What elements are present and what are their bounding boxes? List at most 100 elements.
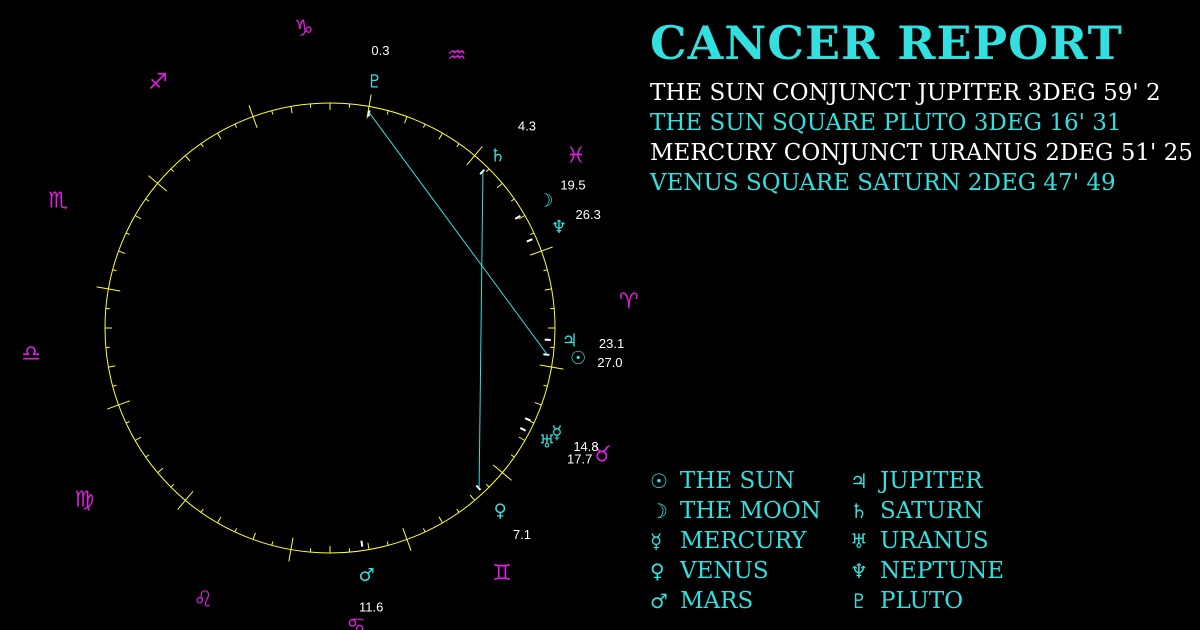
aquarius-icon: ♒ [447,44,467,69]
jupiter-icon: ♃ [850,469,868,493]
degree-tick [422,123,426,128]
planet-degree-label: 19.5 [560,177,585,192]
planet-marker [475,484,482,491]
degree-tick [543,384,548,387]
legend-label: THE SUN [680,468,795,494]
degree-tick [112,384,117,387]
degree-tick [200,143,204,148]
degree-tick [456,143,460,148]
degree-tick [404,116,408,124]
degree-tick [200,508,204,513]
aspect-item: VENUS SQUARE SATURN 2DEG 47' 49 [650,170,1116,196]
degree-tick [492,464,512,481]
legend-item-uranus: ♅URANUS [850,526,1050,556]
degree-tick [184,155,191,162]
aspect-line [368,112,548,355]
planet-marker [519,427,527,432]
degree-tick [518,215,526,220]
degree-tick [271,541,274,546]
mars-icon: ♂ [650,589,668,613]
legend-label: MARS [680,588,754,614]
legend-item-pluto: ♇PLUTO [850,586,1050,616]
planet-marker [526,238,533,243]
planet-marker [514,214,521,220]
sagittarius-icon: ♐ [148,70,168,95]
planet-degree-label: 26.3 [576,207,601,222]
degree-tick [510,198,515,202]
aspect-item: MERCURY CONJUNCT URANUS 2DEG 51' 25 [650,140,1193,166]
planet-marker [543,353,550,356]
degree-tick [534,402,542,406]
degree-tick [466,146,483,166]
degree-tick [485,168,490,173]
degree-tick [496,182,503,189]
degree-tick [217,132,222,140]
pluto-icon: ♇ [850,589,868,613]
aries-icon: ♈ [619,289,639,314]
degree-tick [456,508,460,513]
libra-icon: ♎ [21,342,41,367]
mercury-icon: ☿ [551,422,562,443]
degree-tick [118,250,126,254]
degree-tick [96,286,121,292]
moon-icon: ☽ [537,191,553,212]
degree-tick [530,232,535,236]
degree-tick [438,516,443,524]
moon-icon: ☽ [650,499,668,523]
degree-tick [148,175,168,192]
planet-marker [367,110,371,117]
degree-tick [544,288,552,291]
saturn-icon: ♄ [850,499,868,523]
virgo-icon: ♍ [74,488,94,513]
legend-label: NEPTUNE [880,558,1005,584]
degree-tick [248,105,258,129]
legend-item-moon: ☽ THE MOON [650,496,850,526]
planet-marker [524,417,532,422]
degree-tick [530,420,535,424]
sun-icon: ☉ [650,469,668,493]
degree-tick [386,110,389,115]
mars-icon: ♂ [358,565,374,586]
degree-tick [252,532,256,540]
degree-tick [107,400,131,410]
degree-tick [125,232,130,236]
cancer-icon: ♋ [346,614,366,630]
degree-tick [108,365,116,368]
legend-label: JUPITER [880,468,983,494]
legend-label: VENUS [680,558,769,584]
planet-degree-label: 27.0 [597,355,622,370]
saturn-icon: ♄ [490,146,506,167]
degree-tick [386,541,389,546]
degree-tick [170,168,175,173]
neptune-icon: ♆ [850,559,868,583]
gemini-icon: ♊ [492,561,512,586]
degree-tick [170,483,175,488]
venus-icon: ♀ [494,501,507,522]
legend-item-neptune: ♆ NEPTUNE [850,556,1050,586]
mercury-icon: ☿ [650,529,663,553]
neptune-icon: ♆ [551,217,567,238]
degree-tick [485,483,490,488]
jupiter-icon: ♃ [562,330,578,351]
legend-item-saturn: ♄ SATURN [850,496,1050,526]
degree-tick [510,454,515,458]
aspect-item: THE SUN CONJUNCT JUPITER 3DEG 59' 2 [650,80,1161,106]
degree-tick [529,246,553,256]
planet-marker [479,169,486,175]
degree-tick [518,436,526,441]
legend-label: MERCURY [680,528,807,554]
aspect-item: THE SUN SQUARE PLUTO 3DEG 16' 31 [650,110,1122,136]
planet-legend: ☉ THE SUN ☽ THE MOON ☿ MERCURY ♀ VENUS ♂ MARS… [650,466,1050,616]
planet-marker [360,540,364,547]
degree-tick [234,123,238,128]
legend-item-mars: ♂ MARS [650,586,850,616]
legend-label: SATURN [880,498,984,524]
degree-tick [157,467,164,474]
venus-icon: ♀ [650,559,665,583]
legend-label: THE MOON [680,498,821,524]
scorpio-icon: ♏ [48,189,68,214]
aspect-list: THE SUN CONJUNCT JUPITER 3DEG 59' 2 THE … [650,78,1193,198]
planet-degree-label: 17.7 [567,452,592,467]
planet-degree-label: 4.3 [518,119,536,134]
degree-tick [217,516,222,524]
